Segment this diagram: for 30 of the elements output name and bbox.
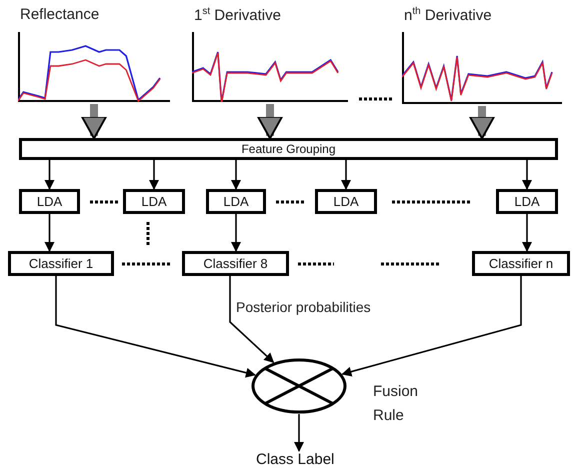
- node-caption: Fusion Rule: [373, 382, 417, 426]
- process-box: LDA: [206, 189, 266, 214]
- process-box: Feature Grouping: [19, 138, 558, 160]
- arrow: [81, 104, 107, 140]
- arrow: [229, 276, 274, 363]
- arrow: [522, 160, 532, 190]
- chart-title: n$^{th}$ Derivative: [404, 6, 492, 24]
- arrow: [44, 160, 54, 190]
- process-box: Classifier 1: [8, 251, 114, 276]
- arrow: [231, 160, 241, 190]
- process-box: LDA: [123, 189, 185, 214]
- arrow: [294, 414, 304, 452]
- process-box: LDA: [315, 189, 377, 214]
- process-box: Classifier n: [472, 251, 570, 276]
- chart-title: Reflectance: [20, 6, 100, 23]
- arrow: [522, 214, 532, 252]
- output-label: Class Label: [256, 451, 334, 468]
- arrow: [341, 160, 351, 190]
- process-box: LDA: [496, 189, 558, 214]
- arrow: [55, 276, 256, 378]
- process-box: Classifier 8: [182, 251, 289, 276]
- arrow: [44, 214, 54, 252]
- chart-title: 1$^{st}$ Derivative: [194, 6, 281, 24]
- arrow: [341, 276, 522, 376]
- arrow: [231, 214, 241, 252]
- arrow: [469, 106, 495, 140]
- arrow: [149, 160, 159, 190]
- arrow: [257, 104, 283, 140]
- process-box: LDA: [19, 189, 80, 214]
- edge-label: Posterior probabilities: [236, 299, 371, 315]
